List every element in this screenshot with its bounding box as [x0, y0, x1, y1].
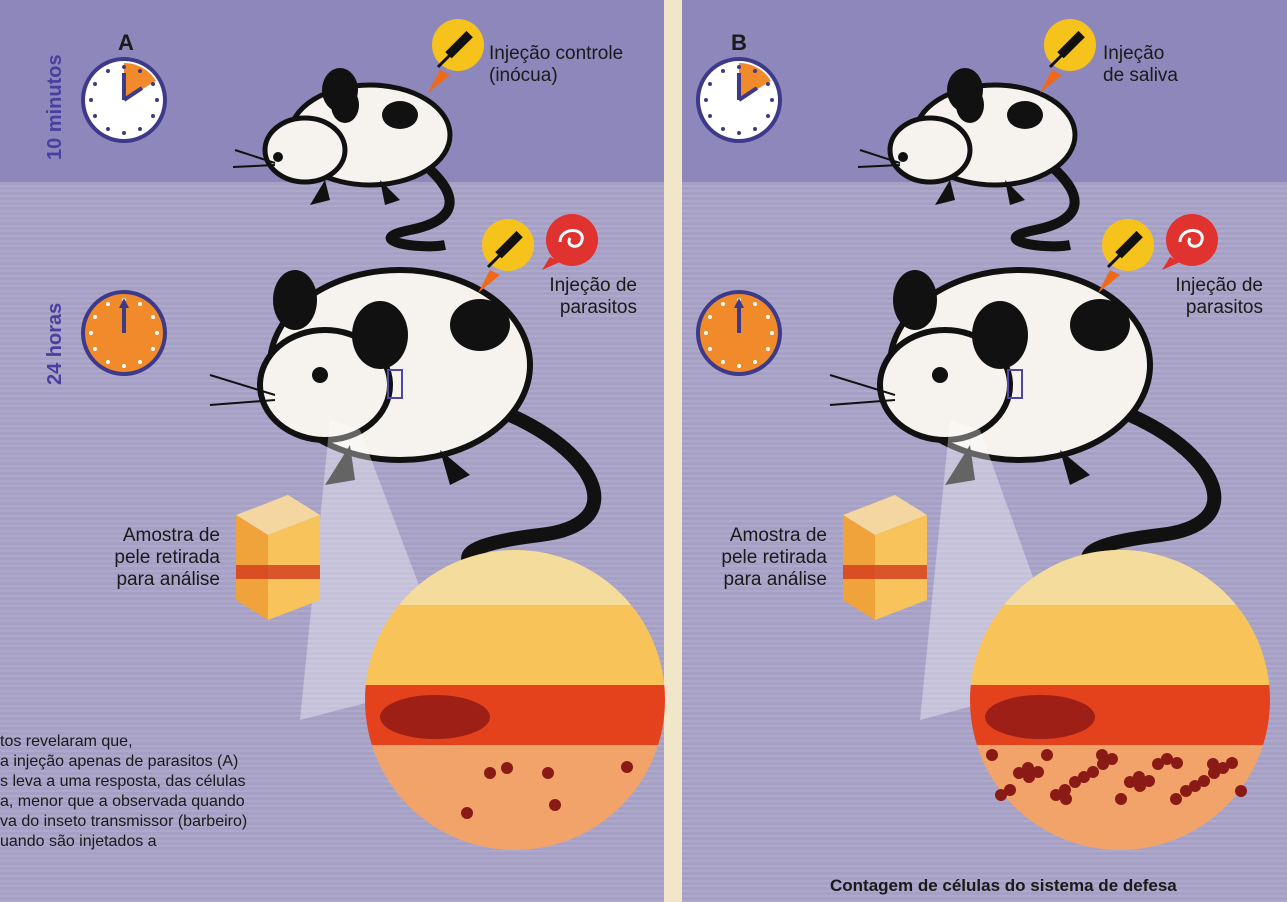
defense-cell [1170, 793, 1182, 805]
caption-paragraph: tos revelaram que, a injeção apenas de p… [0, 732, 247, 852]
magnifier-circle [970, 545, 1270, 855]
defense-cell [1235, 785, 1247, 797]
defense-cell [1207, 758, 1219, 770]
sample-label-b: Amostra de pele retirada para análise [697, 525, 827, 591]
sample-label-a: Amostra de pele retirada para análise [90, 525, 220, 591]
label-line: Amostra de [90, 525, 220, 547]
skin-sample-icon [835, 495, 930, 625]
defense-cell [1198, 775, 1210, 787]
defense-cell [1226, 757, 1238, 769]
footer-caption: Contagem de células do sistema de defesa [830, 876, 1177, 896]
caption-line: va do inseto transmissor (barbeiro) [0, 812, 247, 832]
defense-cell [461, 807, 473, 819]
defense-cell [621, 761, 633, 773]
defense-cell [986, 749, 998, 761]
label-line: Amostra de [697, 525, 827, 547]
defense-cell [501, 762, 513, 774]
caption-line: tos revelaram que, [0, 732, 247, 752]
defense-cell [1004, 784, 1016, 796]
defense-cell [1041, 749, 1053, 761]
magnifier-circle [365, 545, 665, 855]
label-line: para análise [90, 569, 220, 591]
defense-cell [542, 767, 554, 779]
defense-cell [1161, 753, 1173, 765]
label-line: pele retirada [697, 547, 827, 569]
defense-cell [549, 799, 561, 811]
caption-line: uando são injetados a [0, 832, 247, 852]
defense-cell [1133, 771, 1145, 783]
defense-cell [1059, 784, 1071, 796]
defense-cell [1087, 766, 1099, 778]
label-line: pele retirada [90, 547, 220, 569]
defense-cell [1022, 762, 1034, 774]
defense-cell [1115, 793, 1127, 805]
defense-cell [484, 767, 496, 779]
defense-cell [1096, 749, 1108, 761]
caption-line: s leva a uma resposta, das células [0, 772, 247, 792]
skin-sample-icon [228, 495, 323, 625]
caption-line: a, menor que a observada quando [0, 792, 247, 812]
caption-line: a injeção apenas de parasitos (A) [0, 752, 247, 772]
label-line: para análise [697, 569, 827, 591]
